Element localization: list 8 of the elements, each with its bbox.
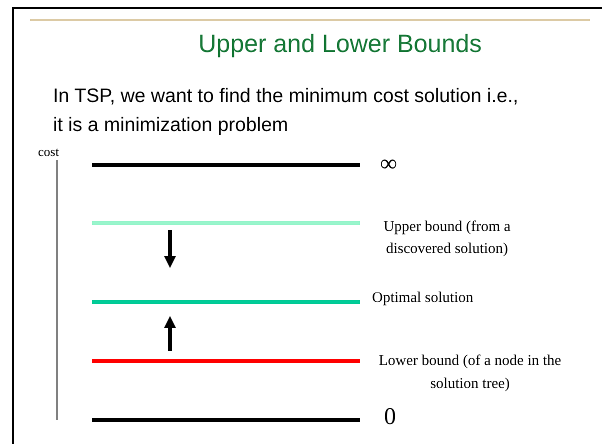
level-label: ∞ bbox=[380, 151, 398, 178]
slide-title: Upper and Lower Bounds bbox=[197, 30, 483, 59]
body-text: In TSP, we want to find the minimum cost solution i.e., it is a minimization problem bbox=[53, 84, 520, 138]
level-label: Upper bound (from a discovered solution) bbox=[382, 218, 512, 259]
axis-label: cost bbox=[38, 144, 59, 160]
level-label: Lower bound (of a node in the solution tree) bbox=[378, 352, 562, 394]
level-label: Optimal solution bbox=[372, 290, 474, 307]
level-label: 0 bbox=[384, 404, 396, 431]
